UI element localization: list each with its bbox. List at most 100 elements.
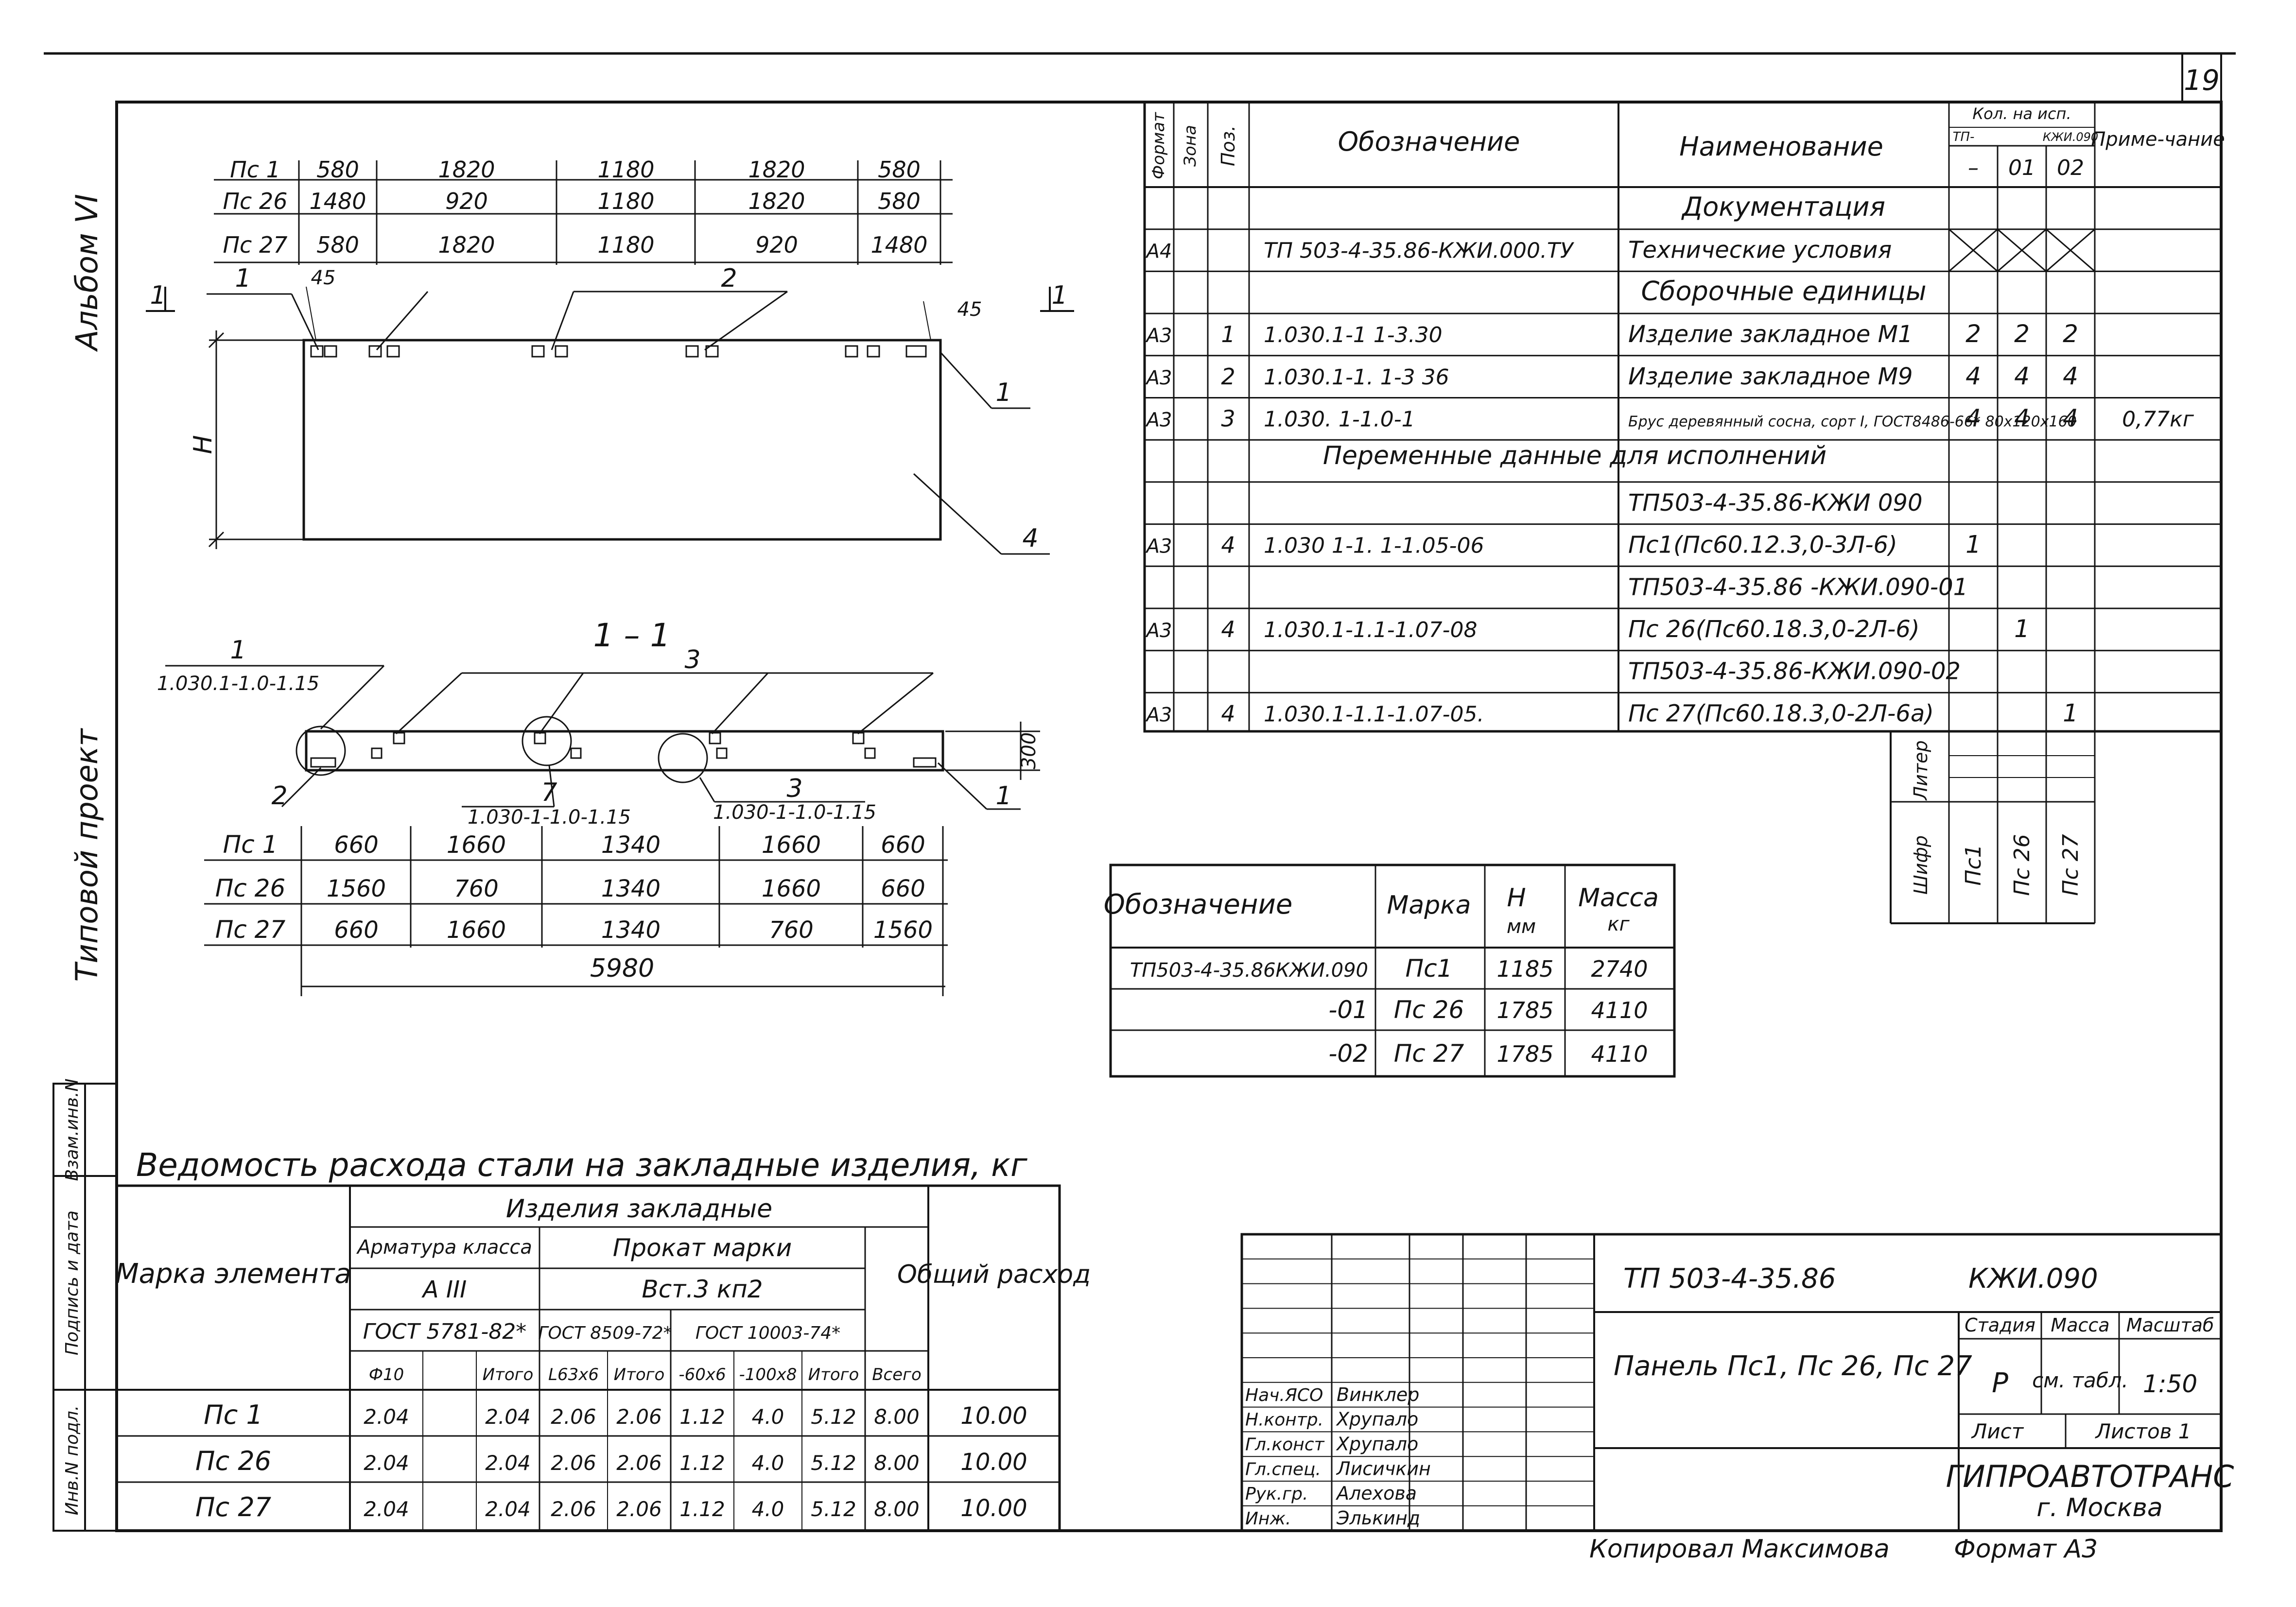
- steel-row-value: 2.04: [364, 1451, 409, 1475]
- signer-name: Алехова: [1335, 1483, 1417, 1504]
- title-panel-name: Панель Пс1, Пс 26, Пс 27: [1614, 1350, 1972, 1382]
- steel-header-total: Общий расход: [897, 1260, 1091, 1289]
- spec-table-grid: [1143, 101, 2223, 733]
- section-leader-3b: 3: [786, 774, 802, 803]
- title-city: г. Москва: [2036, 1493, 2163, 1522]
- mass-cell-designation: ТП503-4-35.86КЖИ.090: [1130, 959, 1368, 982]
- section-dim-value: 1340: [601, 916, 661, 944]
- steel-subheader: L63х6: [548, 1365, 599, 1384]
- spec-cell-qty: 2: [2014, 320, 2030, 348]
- shifr-value-1: Пс1: [1961, 844, 1986, 885]
- section-title: 1 – 1: [593, 617, 671, 654]
- album-label: Альбом VI: [69, 194, 104, 352]
- title-organization: ГИПРОАВТОТРАНС: [1946, 1459, 2235, 1494]
- section-leader-1r: 1: [995, 781, 1011, 811]
- steel-subheader: -100х8: [739, 1365, 797, 1384]
- spec-cell-note: 0,77кг: [2122, 407, 2194, 432]
- litera-shifr-grid: [1890, 731, 2096, 924]
- shifr-value-2: Пс 26: [2010, 834, 2035, 896]
- spec-cell-designation: ТП 503-4-35.86-КЖИ.000.ТУ: [1264, 239, 1575, 263]
- steel-row-value: 8.00: [874, 1497, 920, 1521]
- section-dim-value: 1660: [447, 916, 506, 944]
- section-dim-value: 1660: [447, 831, 506, 859]
- steel-row-total: 10.00: [960, 1402, 1027, 1430]
- steel-row-value: 2.04: [485, 1451, 531, 1475]
- steel-row-value: 2.04: [364, 1405, 409, 1429]
- elevation-dim-value: 580: [878, 156, 921, 183]
- spec-cell-format: А3: [1145, 704, 1172, 726]
- section-dim-value: 1560: [873, 916, 933, 944]
- spec-cross-line: [1997, 228, 2047, 272]
- shifr-value-3: Пс 27: [2058, 834, 2083, 896]
- callout-1-right: 1: [995, 378, 1011, 407]
- stamp-label-replace: Взам.инв.N: [62, 1078, 82, 1181]
- section-dim-value: 660: [881, 831, 925, 859]
- section-dim-value: 1560: [327, 875, 386, 902]
- spec-cell-name: Пс1(Пс60.12.3,0-3Л-6): [1628, 532, 1897, 559]
- cut-right: 1: [1051, 281, 1067, 310]
- steel-row-value: 5.12: [811, 1451, 856, 1475]
- spec-cell-qty: 1: [1966, 531, 1981, 559]
- spec-cell-name: Технические условия: [1628, 237, 1892, 264]
- elevation-dim-value: 1480: [870, 232, 927, 258]
- spec-cell-qty: 4: [1966, 362, 1981, 390]
- spec-header-format: Формат: [1149, 112, 1168, 179]
- cut-left: 1: [150, 281, 166, 310]
- spec-header-qty-col-1: –: [1968, 156, 1979, 180]
- spec-cell-pos: 1: [1221, 321, 1235, 347]
- signer-name: Элькинд: [1336, 1507, 1420, 1529]
- mass-cell-h: 1785: [1496, 997, 1553, 1023]
- spec-cross-line: [1948, 228, 1998, 272]
- section-view: [165, 665, 1040, 810]
- mass-table-grid: [1109, 864, 1676, 1078]
- steel-row-value: 2.06: [551, 1497, 596, 1521]
- spec-cell-qty: 4: [2014, 404, 2030, 432]
- steel-subheader: Итого: [614, 1365, 665, 1384]
- signer-role: Н.контр.: [1245, 1410, 1323, 1430]
- mass-header-mass-unit: кг: [1607, 913, 1630, 935]
- spec-cell-pos: 4: [1221, 616, 1235, 642]
- spec-cell-qty: 1: [2014, 615, 2030, 643]
- title-doc-code: КЖИ.090: [1968, 1263, 2098, 1295]
- steel-header-rebar-gost: ГОСТ 5781-82*: [363, 1319, 527, 1344]
- steel-table-grid: [115, 1184, 1061, 1532]
- spec-header-name: Наименование: [1679, 131, 1883, 162]
- elevation-dim-value: 1180: [597, 156, 654, 183]
- spec-cell-pos: 2: [1221, 363, 1235, 390]
- spec-header-zone: Зона: [1181, 125, 1200, 167]
- spec-cell-qty: 4: [1966, 404, 1981, 432]
- spec-header-qty-kzhi: КЖИ.090: [2043, 130, 2098, 144]
- mass-cell-h: 1785: [1496, 1041, 1553, 1067]
- steel-header-rebar-class: А III: [421, 1276, 467, 1303]
- steel-row-value: 2.06: [616, 1451, 662, 1475]
- section-leader-2: 2: [271, 781, 287, 811]
- section-dim-value: 660: [881, 875, 925, 902]
- mass-cell-mass: 4110: [1591, 1041, 1648, 1067]
- spec-header-qty-col-3: 02: [2057, 156, 2084, 180]
- spec-cell-pos: 3: [1221, 405, 1235, 432]
- steel-row-value: 4.0: [752, 1451, 784, 1475]
- spec-cross-line: [2046, 228, 2095, 272]
- section-dim-value: 760: [454, 875, 499, 902]
- elevation-dim-value: 1820: [438, 232, 495, 258]
- dim-45-right: 45: [957, 298, 982, 321]
- spec-cell-name: ТП503-4-35.86 -КЖИ.090-01: [1628, 573, 1968, 601]
- spec-cell-name: Пс 27(Пс60.18.3,0-2Л-6а): [1628, 700, 1934, 727]
- spec-cell-name: Брус деревянный сосна, сорт I, ГОСТ8486-…: [1628, 413, 2077, 430]
- mass-cell-designation: -01: [1328, 996, 1368, 1024]
- title-mass-label: Масса: [2051, 1314, 2109, 1336]
- elevation-dim-value: 1820: [748, 188, 805, 214]
- spec-cell-pos: 4: [1221, 700, 1235, 726]
- steel-row-value: 2.04: [364, 1497, 409, 1521]
- stamp-label-inv: Инв.N подл.: [62, 1405, 82, 1515]
- elevation-dim-value: 580: [878, 188, 921, 214]
- callout-1: 1: [235, 264, 251, 293]
- steel-row-total: 10.00: [960, 1449, 1027, 1476]
- mass-cell-mass: 4110: [1591, 997, 1648, 1023]
- section-leader-7-ref: 1.030-1-1.0-1.15: [468, 806, 631, 829]
- steel-row-value: 4.0: [752, 1405, 784, 1429]
- elevation-dim-value: 1820: [748, 156, 805, 183]
- spec-cell-qty: 4: [2014, 362, 2030, 390]
- signer-role: Гл.конст: [1245, 1435, 1325, 1455]
- title-stage-label: Стадия: [1965, 1314, 2035, 1336]
